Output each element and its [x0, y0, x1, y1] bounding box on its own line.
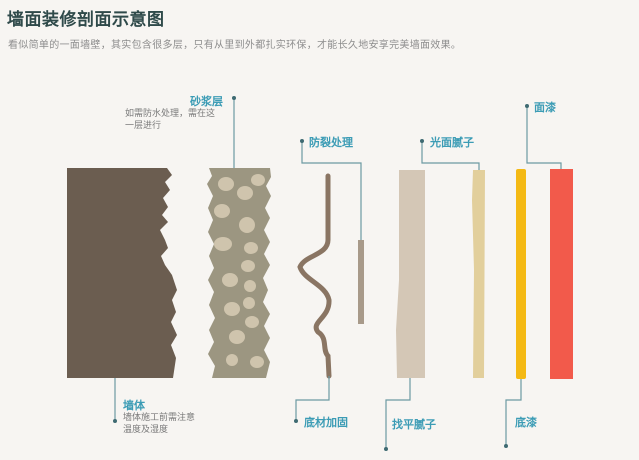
- topcoat-label: 面漆: [534, 101, 556, 114]
- crack-prevention-connector-line: [301, 141, 362, 240]
- substrate-reinforce-layer-shape: [297, 173, 332, 379]
- mortar-note: 如需防水处理，需在这 一层进行: [125, 108, 215, 132]
- crack-prevention-label: 防裂处理: [309, 136, 353, 149]
- primer-connector-line: [505, 379, 522, 446]
- leveling-putty-label: 找平腻子: [392, 418, 436, 431]
- wall-layer-shape: [67, 168, 177, 378]
- leveling-putty-connector-line: [385, 378, 411, 449]
- crack-prevention-layer-shape: [358, 240, 364, 324]
- diagram-title: 墙面装修剖面示意图: [7, 10, 165, 30]
- wall-note-line: 墙体施工前需注意: [123, 413, 196, 423]
- smooth-putty-connector-line: [421, 141, 480, 170]
- substrate-reinforce-connector-line: [295, 376, 330, 421]
- wall-label: 墙体: [123, 399, 145, 412]
- mortar-note-line: 如需防水处理，需在这: [125, 109, 216, 119]
- smooth-putty-layer-shape: [472, 170, 485, 378]
- topcoat-layer-shape: [550, 169, 573, 379]
- smooth-putty-label: 光面腻子: [430, 136, 474, 149]
- mortar-note-line: 一层进行: [125, 121, 162, 131]
- primer-label: 底漆: [515, 416, 537, 429]
- mortar-layer-shape: [207, 168, 271, 378]
- wall-note-line: 温度及湿度: [123, 425, 169, 435]
- wall-note: 墙体施工前需注意 温度及湿度: [123, 412, 195, 436]
- topcoat-connector-line: [526, 106, 562, 169]
- mortar-label: 砂浆层: [190, 95, 223, 108]
- primer-layer-shape: [516, 169, 526, 379]
- leveling-putty-layer-shape: [396, 170, 425, 378]
- substrate-reinforce-label: 底材加固: [304, 416, 348, 429]
- diagram-subtitle: 看似简单的一面墙壁，其实包含很多层，只有从里到外都扎实环保，才能长久地安享完美墙…: [8, 40, 462, 51]
